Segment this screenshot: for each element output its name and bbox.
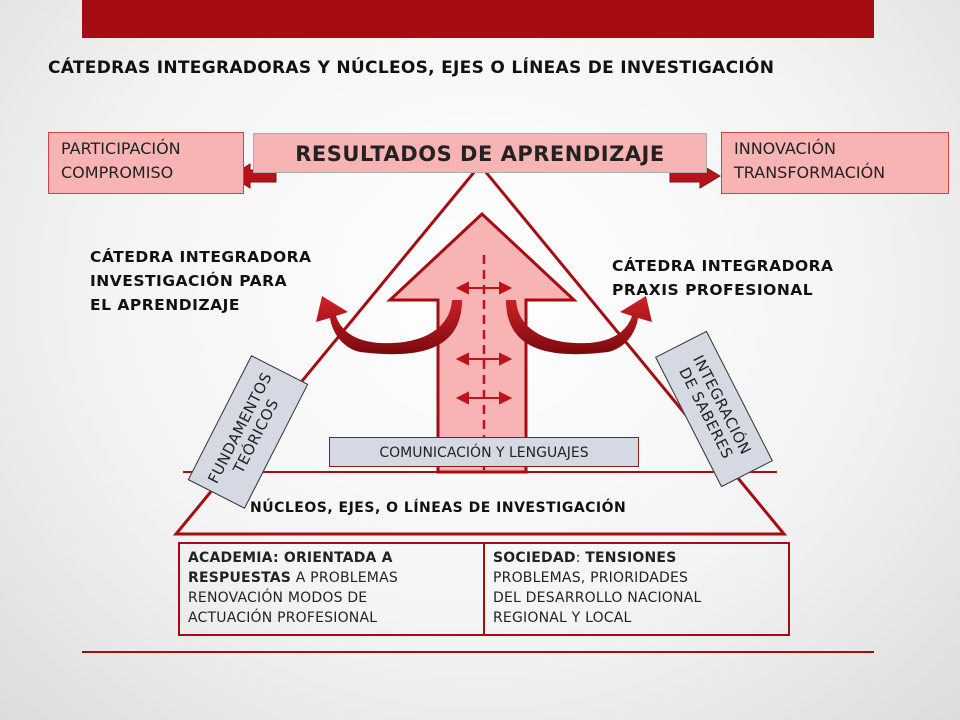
comunicacion-box: COMUNICACIÓN Y LENGUAJES [329, 437, 639, 467]
resultados-box: RESULTADOS DE APRENDIZAJE [253, 133, 707, 173]
academia-line3: RENOVACIÓN MODOS DE [188, 590, 368, 606]
catedra-left-line1: CÁTEDRA INTEGRADORA [90, 248, 312, 266]
page-title: CÁTEDRAS INTEGRADORAS Y NÚCLEOS, EJES O … [48, 58, 775, 78]
participacion-label: PARTICIPACIÓN [61, 139, 181, 158]
academia-problemas: A PROBLEMAS [291, 570, 398, 586]
catedra-left-line3: EL APRENDIZAJE [90, 296, 240, 314]
sociedad-line1: SOCIEDAD: TENSIONES [493, 548, 780, 568]
sociedad-line2: PROBLEMAS, PRIORIDADES [493, 570, 689, 586]
transformacion-label: TRANSFORMACIÓN [734, 163, 886, 182]
innovacion-label: INNOVACIÓN [734, 139, 837, 158]
left-curved-arrow [316, 296, 462, 355]
compromiso-label: COMPROMISO [61, 163, 174, 182]
catedra-right-line1: CÁTEDRA INTEGRADORA [612, 257, 834, 275]
sociedad-cell: SOCIEDAD: TENSIONES PROBLEMAS, PRIORIDAD… [483, 544, 788, 634]
top-banner [82, 0, 874, 38]
academia-respuestas: RESPUESTAS [188, 570, 292, 586]
academia-cell: ACADEMIA: ORIENTADA A RESPUESTAS A PROBL… [180, 544, 483, 634]
catedra-left-line2: INVESTIGACIÓN PARA [90, 272, 288, 290]
sociedad-word: SOCIEDAD [493, 550, 576, 566]
academia-line4: ACTUACIÓN PROFESIONAL [188, 610, 378, 626]
sociedad-sep: : [575, 550, 586, 566]
academia-line2: RESPUESTAS A PROBLEMAS [188, 568, 475, 588]
sociedad-tensiones: TENSIONES [585, 550, 677, 566]
sociedad-line3: DEL DESARROLLO NACIONAL [493, 590, 702, 606]
nucleos-label: NÚCLEOS, EJES, O LÍNEAS DE INVESTIGACIÓN [250, 500, 627, 516]
catedra-investigacion: CÁTEDRA INTEGRADORA INVESTIGACIÓN PARA E… [90, 245, 312, 317]
sociedad-line4: REGIONAL Y LOCAL [493, 610, 632, 626]
bottom-table: ACADEMIA: ORIENTADA A RESPUESTAS A PROBL… [178, 542, 790, 636]
bottom-divider [82, 651, 874, 653]
big-up-arrow [386, 211, 578, 474]
catedra-right-line2: PRAXIS PROFESIONAL [612, 281, 814, 299]
catedra-praxis: CÁTEDRA INTEGRADORA PRAXIS PROFESIONAL [612, 254, 834, 302]
triangle-outline [172, 162, 788, 536]
academia-line1: ACADEMIA: ORIENTADA A [188, 550, 393, 566]
participacion-box: PARTICIPACIÓN COMPROMISO [48, 132, 244, 194]
right-curved-arrow [506, 296, 652, 355]
innovacion-box: INNOVACIÓN TRANSFORMACIÓN [721, 132, 949, 194]
double-arrows [455, 281, 513, 405]
